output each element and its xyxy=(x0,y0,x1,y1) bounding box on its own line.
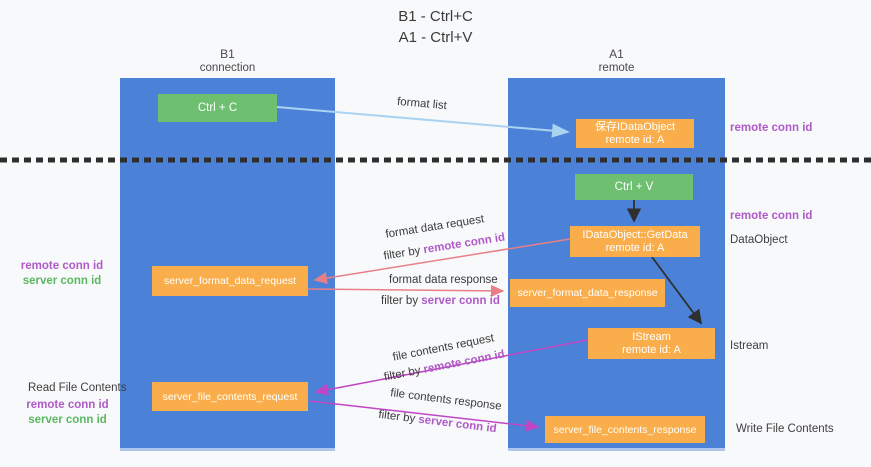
server-conn-id-text: server conn id xyxy=(417,413,498,436)
node-idataobject-getdata: IDataObject::GetData remote id: A xyxy=(570,226,700,257)
edge-label-format-data-response: format data response xyxy=(389,274,498,286)
edge-label-filter-server-1: filter by server conn id xyxy=(381,295,500,307)
node-getdata-line1: IDataObject::GetData xyxy=(582,228,688,241)
node-istream: IStream remote id: A xyxy=(588,328,715,359)
left-label-server-conn-id-2: server conn id xyxy=(28,414,107,426)
edge-label-format-list: format list xyxy=(396,95,448,113)
node-istream-line2: remote id: A xyxy=(622,343,681,356)
left-label-read-file-contents: Read File Contents xyxy=(28,382,127,394)
lane-a1-subtitle: remote xyxy=(598,62,635,74)
filter-by-text: filter by xyxy=(382,364,422,384)
node-server-file-contents-response-label: server_file_contents_response xyxy=(553,423,697,436)
right-label-remote-conn-id-1: remote conn id xyxy=(730,122,813,134)
node-ctrl-c: Ctrl + C xyxy=(158,94,277,122)
server-conn-id-text: server conn id xyxy=(421,295,500,307)
node-getdata-line2: remote id: A xyxy=(605,241,665,254)
lane-b1-name: B1 xyxy=(220,47,235,61)
filter-by-text: filter by xyxy=(382,244,422,263)
node-istream-line1: IStream xyxy=(632,330,671,343)
title-line-2: A1 - Ctrl+V xyxy=(398,29,473,46)
lane-a1-name: A1 xyxy=(609,47,624,61)
node-save-idataobject-line1: 保存IDataObject xyxy=(594,120,676,133)
right-label-istream: Istream xyxy=(730,340,769,352)
right-label-dataobject: DataObject xyxy=(730,234,788,246)
node-server-format-data-request-label: server_format_data_request xyxy=(164,275,296,287)
node-ctrl-v: Ctrl + V xyxy=(575,174,693,200)
node-server-file-contents-request: server_file_contents_request xyxy=(152,382,308,411)
node-server-format-data-request: server_format_data_request xyxy=(152,266,308,296)
filter-by-text: filter by xyxy=(377,408,416,426)
right-label-remote-conn-id-2: remote conn id xyxy=(730,210,813,222)
lane-b1-subtitle: connection xyxy=(199,62,256,74)
node-server-file-contents-response: server_file_contents_response xyxy=(545,416,705,443)
node-save-idataobject-line2: remote id: A xyxy=(605,133,665,146)
left-label-remote-conn-id-1: remote conn id xyxy=(20,260,104,272)
title-line-1: B1 - Ctrl+C xyxy=(398,8,473,25)
remote-conn-id-text: remote conn id xyxy=(422,231,506,257)
node-server-format-data-response: server_format_data_response xyxy=(510,279,665,307)
edge-label-file-contents-response: file contents response xyxy=(389,387,503,413)
lane-header-a1: A1 remote xyxy=(508,47,725,75)
node-server-file-contents-request-label: server_file_contents_request xyxy=(162,390,298,403)
arrow-format-data-response xyxy=(307,284,505,297)
filter-by-text: filter by xyxy=(381,295,419,307)
left-label-server-conn-id-1: server conn id xyxy=(22,275,102,287)
left-label-remote-conn-id-2: remote conn id xyxy=(26,399,109,411)
right-label-write-file-contents: Write File Contents xyxy=(736,423,834,435)
lane-header-b1: B1 connection xyxy=(120,47,335,75)
node-ctrl-c-label: Ctrl + C xyxy=(197,102,238,114)
node-save-idataobject: 保存IDataObject remote id: A xyxy=(576,119,694,148)
edge-label-filter-server-2: filter by server conn id xyxy=(378,409,497,435)
node-server-format-data-response-label: server_format_data_response xyxy=(517,287,658,299)
node-ctrl-v-label: Ctrl + V xyxy=(614,181,654,193)
diagram-title: B1 - Ctrl+C A1 - Ctrl+V xyxy=(0,6,871,48)
